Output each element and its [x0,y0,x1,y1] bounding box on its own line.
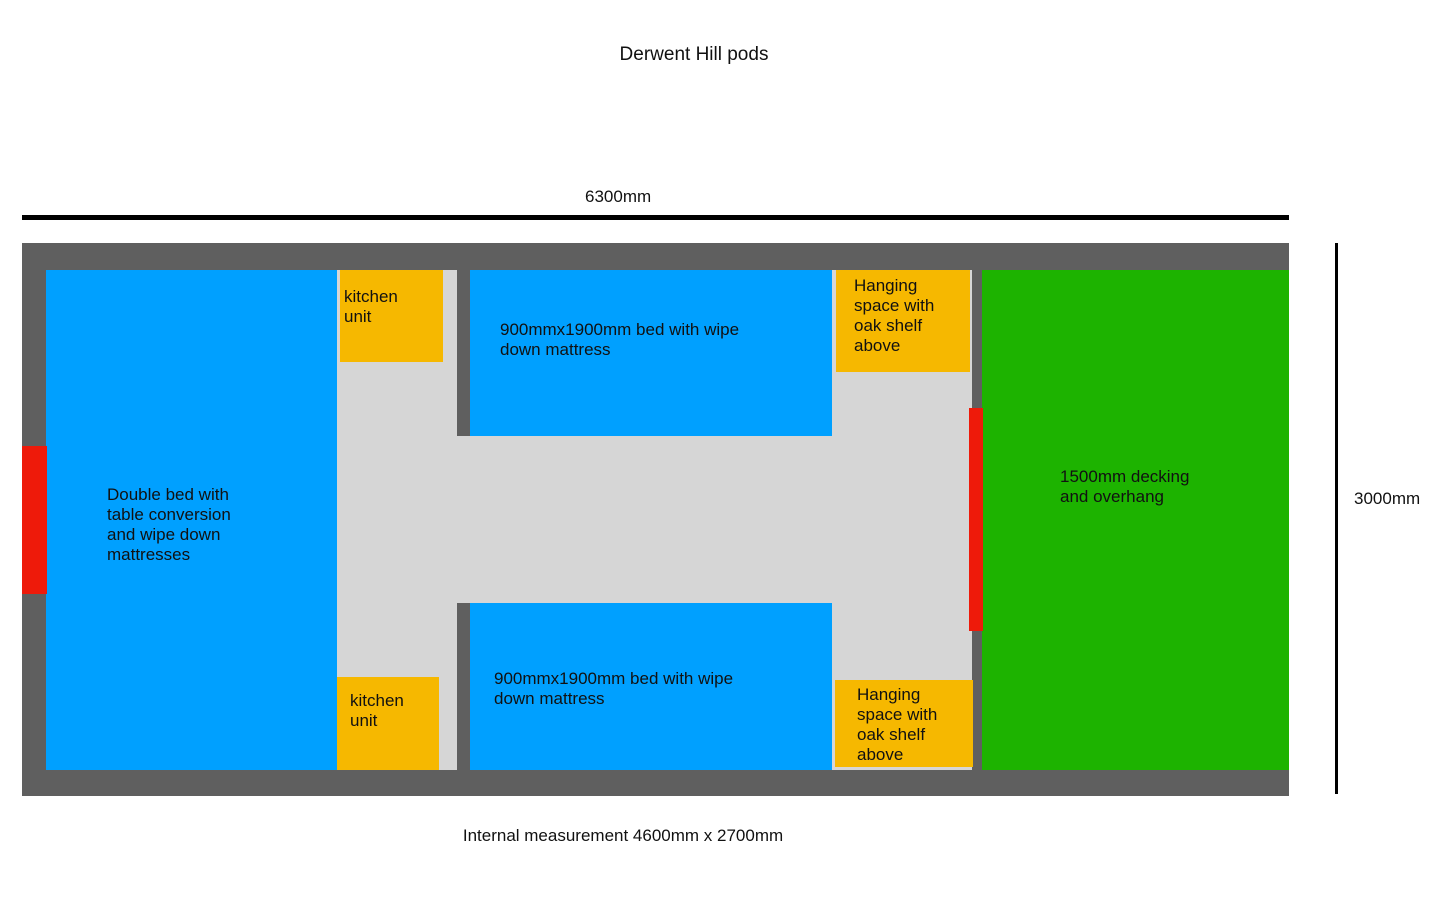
left-door [22,446,47,594]
floor-corridor [457,436,837,603]
width-dimension-label: 6300mm [585,187,652,206]
height-dimension-label: 3000mm [1354,489,1421,508]
single-bed-top-label: 900mmx1900mm bed with wipe down mattress [500,320,740,359]
hanging-space-bottom-label: Hanging space with oak shelf above [857,685,938,764]
double-bed-zone [46,270,337,770]
single-bed-bottom [470,603,832,770]
hanging-space-top-label: Hanging space with oak shelf above [854,276,935,355]
decking-label: 1500mm decking and overhang [1060,467,1190,506]
kitchen-unit-bottom-label: kitchen unit [350,691,404,730]
single-bed-bottom-label: 900mmx1900mm bed with wipe down mattress [494,669,734,708]
decking-zone [982,270,1289,770]
deck-door [969,408,983,631]
kitchen-unit-bottom [337,677,439,770]
single-bed-top [470,270,832,436]
diagram-title: Derwent Hill pods [619,44,769,65]
double-bed-label: Double bed with table conversion and wip… [107,485,231,564]
width-dimension-line [22,215,1289,220]
hanging-space-top [836,270,970,372]
hanging-space-bottom [835,680,973,767]
kitchen-unit-top [340,270,443,362]
internal-measurement-note: Internal measurement 4600mm x 2700mm [462,826,784,845]
kitchen-unit-top-label: kitchen unit [344,287,398,326]
height-dimension-line [1335,243,1338,794]
